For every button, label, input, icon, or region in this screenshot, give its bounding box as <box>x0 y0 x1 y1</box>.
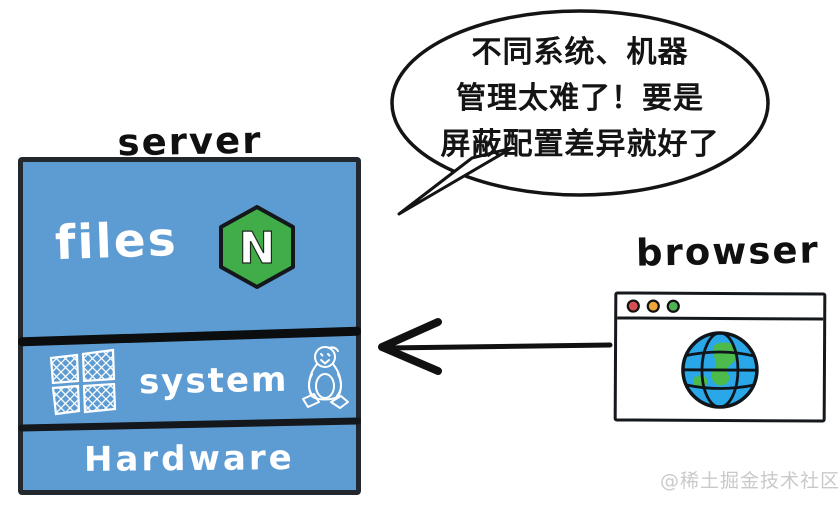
maximize-dot-icon <box>666 299 680 313</box>
minimize-dot-icon <box>646 299 660 313</box>
arrow-browser-to-server <box>378 318 613 375</box>
nginx-letter: N <box>238 223 275 274</box>
speech-line: 管理太难了！要是 <box>456 81 704 116</box>
server-layer-files: files N <box>23 162 356 332</box>
browser-label: browser <box>635 228 821 275</box>
linux-tux-icon <box>302 346 350 409</box>
speech-bubble-tail <box>397 146 514 216</box>
browser-titlebar <box>617 294 824 321</box>
system-label: system <box>138 359 289 403</box>
window-dots <box>626 298 680 313</box>
browser-content <box>617 319 824 419</box>
hardware-label: Hardware <box>83 438 296 480</box>
server-box: files N system <box>17 157 362 495</box>
files-label: files <box>54 211 179 271</box>
server-layer-system: system <box>23 341 356 421</box>
browser-window <box>613 291 827 423</box>
speech-bubble-text: 不同系统、机器 管理太难了！要是 屏蔽配置差异就好了 <box>402 30 758 168</box>
watermark: @稀土掘金技术社区 <box>660 470 840 492</box>
speech-line: 屏蔽配置差异就好了 <box>440 127 720 162</box>
windows-icon <box>49 348 117 416</box>
speech-bubble <box>390 9 770 216</box>
server-layer-hardware: Hardware <box>23 428 356 490</box>
nginx-icon: N <box>218 205 295 289</box>
globe-icon <box>681 330 759 409</box>
speech-line: 不同系统、机器 <box>471 35 689 70</box>
close-dot-icon <box>626 298 640 313</box>
